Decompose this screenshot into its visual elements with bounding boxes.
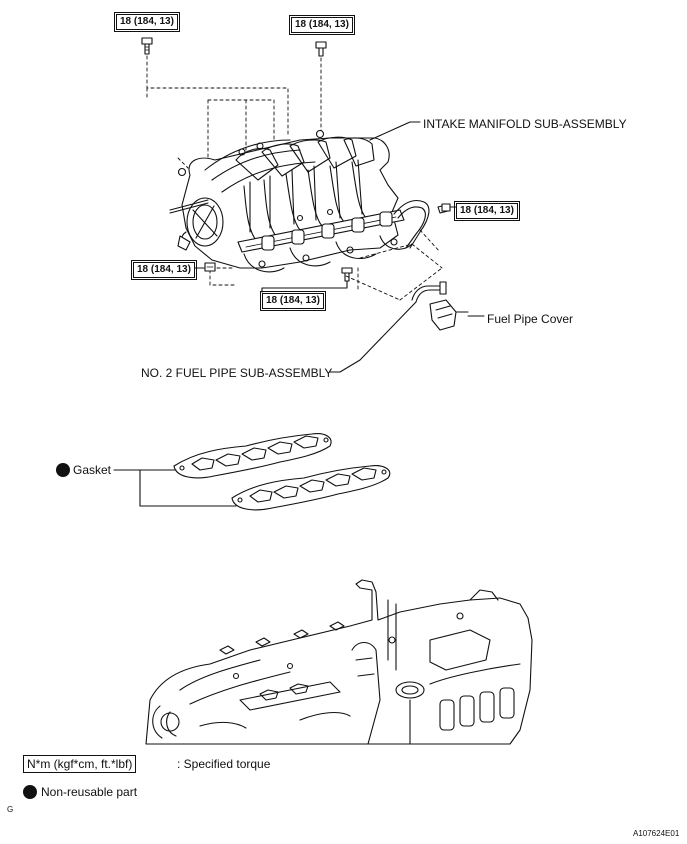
non-reusable-legend-dot-icon <box>23 785 37 799</box>
non-reusable-dot-icon <box>56 463 70 477</box>
torque-legend-text: : Specified torque <box>177 757 271 771</box>
intake-manifold-drawing <box>169 129 449 273</box>
leader-line <box>261 280 348 293</box>
torque-label-bottom: 18 (184, 13) <box>260 291 326 311</box>
torque-label-right: 18 (184, 13) <box>454 201 520 221</box>
torque-label-top-right: 18 (184, 13) <box>289 15 355 35</box>
gasket-lower-drawing <box>231 465 391 511</box>
nut-icon <box>441 203 451 212</box>
torque-units-box: N*m (kgf*cm, ft.*lbf) <box>23 755 137 773</box>
gasket-upper-drawing <box>173 433 332 479</box>
bolt-icon <box>315 41 327 57</box>
non-reusable-legend-text: Non-reusable part <box>41 785 138 799</box>
torque-label-left: 18 (184, 13) <box>131 260 197 280</box>
no2-fuel-pipe-drawing <box>411 281 447 303</box>
fuel-pipe-cover-drawing <box>429 299 469 331</box>
intake-manifold-label: INTAKE MANIFOLD SUB-ASSEMBLY <box>423 117 627 131</box>
no2-fuel-pipe-label: NO. 2 FUEL PIPE SUB-ASSEMBLY <box>141 366 333 380</box>
bolt-icon <box>341 267 353 282</box>
engine-block-drawing <box>145 579 533 745</box>
leader-line <box>369 121 421 141</box>
torque-label-top-left: 18 (184, 13) <box>114 12 180 32</box>
bolt-icon <box>141 37 153 55</box>
page-letter: G <box>7 805 14 814</box>
figure-id: A107624E01 <box>633 829 680 838</box>
fuel-pipe-cover-label: Fuel Pipe Cover <box>487 312 574 326</box>
gasket-label: Gasket <box>73 463 112 477</box>
nut-icon <box>204 262 216 272</box>
leader-line <box>329 301 417 373</box>
guide-lines <box>146 55 443 301</box>
gasket-leader <box>113 469 237 507</box>
